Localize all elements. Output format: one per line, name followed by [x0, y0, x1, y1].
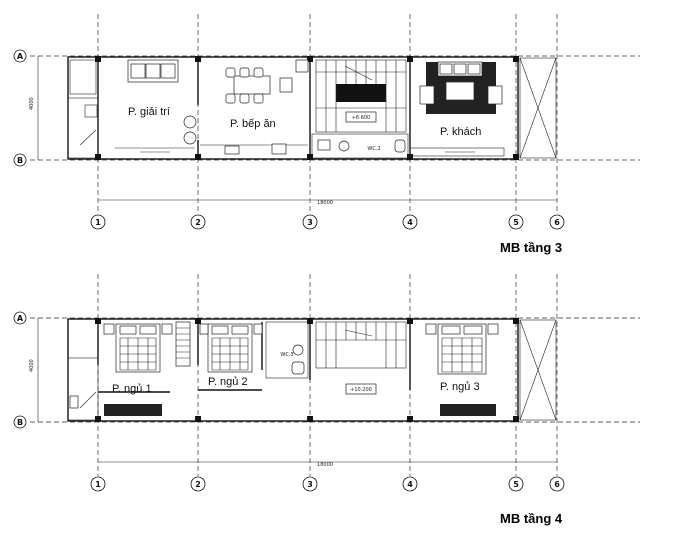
- axis-bubble-col-4: 4: [402, 214, 418, 230]
- axis-bubble-col-6: 6: [549, 214, 565, 230]
- floor-title-level-4: MB tầng 4: [500, 511, 563, 526]
- svg-text:4: 4: [407, 480, 413, 489]
- svg-text:B: B: [17, 156, 23, 165]
- svg-text:3: 3: [307, 218, 313, 227]
- living-room-sofa-set: [409, 61, 505, 157]
- wc-label: WC.3: [280, 352, 293, 358]
- room-label-entertainment: P. giải trí: [128, 106, 170, 118]
- axis-bubble-row-b: B: [13, 153, 27, 167]
- wc-label: WC.2: [367, 146, 380, 152]
- axis-bubble-col-2: 2: [190, 476, 206, 492]
- room-label-kitchen-dining: P. bếp ăn: [230, 118, 276, 130]
- axis-bubble-col-1: 1: [90, 476, 106, 492]
- axis-bubble-col-1: 1: [90, 214, 106, 230]
- svg-text:3: 3: [307, 480, 313, 489]
- axis-bubble-col-3: 3: [302, 476, 318, 492]
- floor-plan-level-4: A B 4000 18000 1 2 3 4 5 6: [13, 274, 640, 526]
- svg-text:2: 2: [195, 480, 201, 489]
- axis-bubble-col-3: 3: [302, 214, 318, 230]
- room-label-bedroom-2: P. ngủ 2: [208, 376, 248, 388]
- svg-text:A: A: [17, 314, 24, 323]
- level-label: +6.600: [352, 115, 371, 121]
- svg-text:2: 2: [195, 218, 201, 227]
- svg-text:A: A: [17, 52, 24, 61]
- svg-text:5: 5: [513, 218, 519, 227]
- floor-plan-level-3: A B 4000 18000 1 2 3 4 5 6: [13, 14, 640, 255]
- svg-text:1: 1: [95, 218, 101, 227]
- side-dimension: 4000: [29, 97, 35, 110]
- svg-text:6: 6: [554, 218, 560, 227]
- axis-bubble-row-a: A: [13, 49, 27, 63]
- svg-text:6: 6: [554, 480, 560, 489]
- room-label-living: P. khách: [440, 126, 481, 138]
- room-label-bedroom-3: P. ngủ 3: [440, 381, 480, 393]
- level-label: +10.200: [350, 387, 372, 393]
- bed-room-2: [199, 323, 263, 373]
- axis-bubble-col-6: 6: [549, 476, 565, 492]
- axis-bubble-col-5: 5: [508, 214, 524, 230]
- side-dimension: 4000: [29, 359, 35, 372]
- floor-title-level-3: MB tầng 3: [500, 240, 562, 255]
- axis-bubble-row-a: A: [13, 311, 27, 325]
- svg-text:4: 4: [407, 218, 413, 227]
- overall-dimension: 18000: [317, 462, 333, 468]
- bed-room-1: [103, 323, 173, 416]
- overall-dimension: 18000: [317, 200, 333, 206]
- axis-bubble-col-2: 2: [190, 214, 206, 230]
- room-label-bedroom-1: P. ngủ 1: [112, 383, 152, 395]
- svg-text:5: 5: [513, 480, 519, 489]
- svg-text:1: 1: [95, 480, 101, 489]
- svg-text:B: B: [17, 418, 23, 427]
- axis-bubble-row-b: B: [13, 415, 27, 429]
- staircase-level-3: +6.600: [315, 59, 407, 133]
- bed-room-3: [425, 323, 499, 416]
- axis-bubble-col-5: 5: [508, 476, 524, 492]
- axis-bubble-col-4: 4: [402, 476, 418, 492]
- staircase-level-4: +10.200: [315, 321, 407, 395]
